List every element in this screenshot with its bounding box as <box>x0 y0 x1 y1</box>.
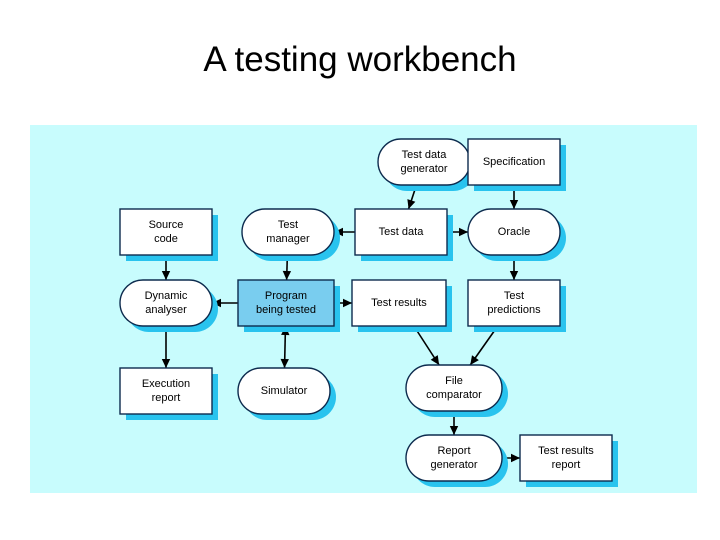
arrow-head <box>459 227 468 237</box>
node-label: Test data <box>402 149 448 161</box>
node-test-results-report[interactable]: Test results report <box>519 434 618 487</box>
node-label: comparator <box>426 389 482 401</box>
node-label: Oracle <box>498 226 530 238</box>
node-label: Test <box>504 290 524 302</box>
node-label: analyser <box>145 304 187 316</box>
node-source-code[interactable]: Source code <box>119 208 218 261</box>
arrow-head <box>449 426 459 435</box>
node-body[interactable] <box>119 208 213 256</box>
node-body[interactable] <box>467 279 561 327</box>
arrow-head <box>470 355 479 365</box>
node-body[interactable] <box>405 434 503 482</box>
node-dynamic-analyser[interactable]: Dynamic analyser <box>119 279 218 332</box>
node-test-predictions[interactable]: Test predictions <box>467 279 566 332</box>
node-label: predictions <box>487 304 541 316</box>
arrow-head <box>407 199 416 209</box>
node-label: Execution <box>142 378 190 390</box>
node-label: generator <box>430 459 477 471</box>
node-label: generator <box>400 163 447 175</box>
node-label: code <box>154 233 178 245</box>
node-simulator[interactable]: Simulator <box>237 367 336 420</box>
node-label: Test results <box>538 445 594 457</box>
node-label: report <box>152 392 181 404</box>
edge-test-predictions-to-file-comparator <box>469 325 499 366</box>
node-body[interactable] <box>237 367 331 415</box>
node-body[interactable] <box>467 208 561 256</box>
node-label: Report <box>437 445 470 457</box>
node-label: Simulator <box>261 385 308 397</box>
node-label: File <box>445 375 463 387</box>
node-label: Test <box>278 219 298 231</box>
arrow-head <box>343 298 352 308</box>
node-label: report <box>552 459 581 471</box>
arrow-head <box>511 453 520 463</box>
arrow-head <box>509 200 519 209</box>
edge-program-being-tested-to-simulator <box>280 325 290 369</box>
node-label: Source <box>149 219 184 231</box>
node-body[interactable] <box>519 434 613 482</box>
node-test-data[interactable]: Test data <box>354 208 453 261</box>
node-program-being-tested[interactable]: Program being tested <box>237 279 340 332</box>
edge-dynamic-analyser-to-execution-report <box>161 326 171 368</box>
arrow-head <box>282 270 292 280</box>
arrow-head <box>161 271 171 280</box>
node-body[interactable] <box>119 279 213 327</box>
node-body[interactable] <box>467 138 561 186</box>
arrow-head <box>161 359 171 368</box>
arrow-head <box>509 271 519 280</box>
node-body[interactable] <box>237 279 335 327</box>
node-body[interactable] <box>241 208 335 256</box>
node-test-manager[interactable]: Test manager <box>241 208 340 261</box>
node-label: Specification <box>483 156 545 168</box>
node-body[interactable] <box>354 208 448 256</box>
node-label: manager <box>266 233 310 245</box>
node-specification[interactable]: Specification <box>467 138 566 191</box>
node-body[interactable] <box>351 279 447 327</box>
node-test-results[interactable]: Test results <box>351 279 452 332</box>
node-body[interactable] <box>119 367 213 415</box>
arrow-head <box>280 358 289 368</box>
node-report-generator[interactable]: Report generator <box>405 434 508 487</box>
edge-test-results-to-file-comparator <box>413 325 440 366</box>
node-label: Program <box>265 290 307 302</box>
arrow-head <box>430 355 440 365</box>
node-label: Dynamic <box>145 290 188 302</box>
node-label: being tested <box>256 304 316 316</box>
node-label: Test data <box>379 226 425 238</box>
node-file-comparator[interactable]: File comparator <box>405 364 508 417</box>
node-body[interactable] <box>405 364 503 412</box>
page-title: A testing workbench <box>203 40 517 79</box>
node-label: Test results <box>371 297 427 309</box>
node-oracle[interactable]: Oracle <box>467 208 566 261</box>
node-execution-report[interactable]: Execution report <box>119 367 218 420</box>
node-test-data-generator[interactable]: Test data generator <box>377 138 476 191</box>
